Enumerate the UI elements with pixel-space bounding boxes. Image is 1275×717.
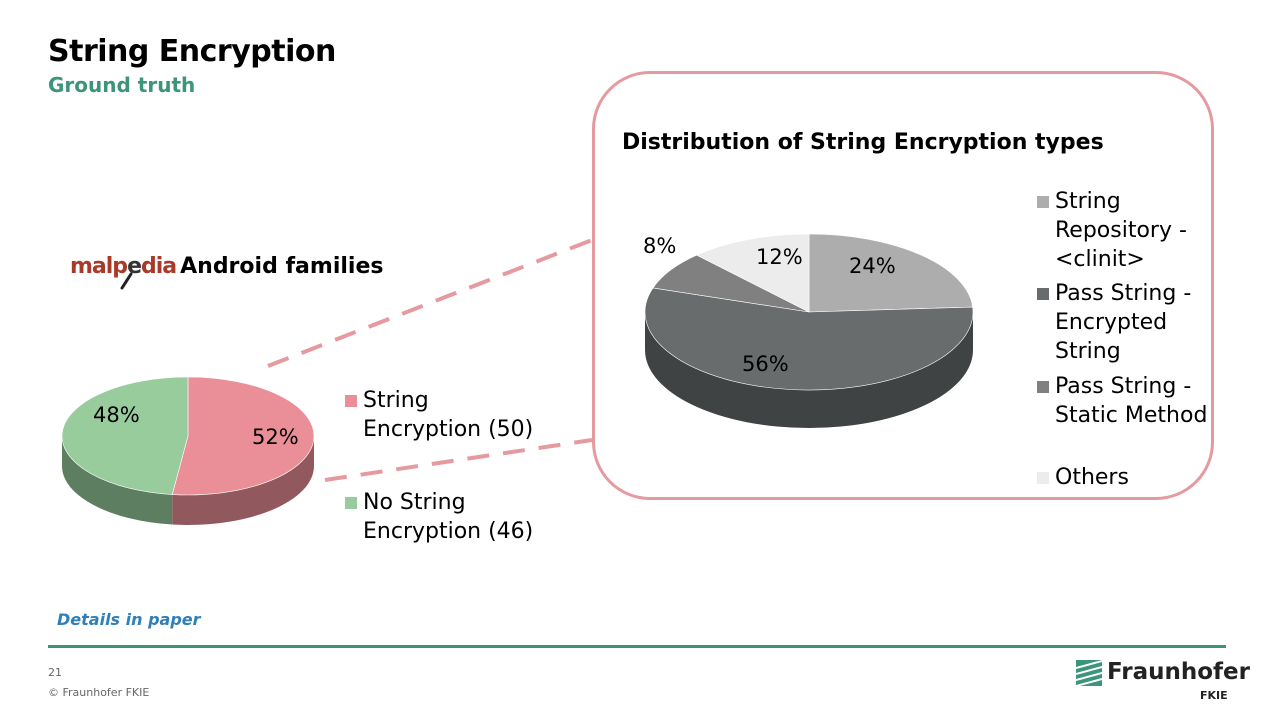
- slide-title: String Encryption: [48, 34, 336, 69]
- callout-box: [592, 71, 1214, 500]
- pie-slice-encrypted-string: [644, 287, 974, 391]
- legend-swatch-string-encryption: [345, 395, 357, 407]
- legend-swatch-encrypted-string: [1037, 288, 1049, 300]
- legend-swatch-no-encryption: [345, 497, 357, 509]
- page-number: 21: [48, 666, 62, 679]
- legend-label-no-encryption: No String Encryption (46): [363, 490, 534, 544]
- data-label-no-encryption: 48%: [93, 403, 140, 427]
- chart-title: Distribution of String Encryption types: [622, 130, 1104, 155]
- legend-label-string-repository: String Repository - <clinit>: [1055, 189, 1187, 272]
- copyright-notice: © Fraunhofer FKIE: [48, 686, 150, 699]
- details-link[interactable]: Details in paper: [57, 610, 201, 629]
- data-label-encrypted-string: 56%: [742, 352, 789, 376]
- data-label-static-method: 8%: [643, 234, 677, 258]
- legend-label-encrypted-string: Pass String - Encrypted String: [1055, 281, 1192, 364]
- data-label-string-repository: 24%: [849, 254, 896, 278]
- pie-slice-string-encryption-side: [172, 436, 314, 526]
- legend-label-string-encryption: String Encryption (50): [363, 388, 534, 442]
- pie-slice-no-encryption: [61, 376, 189, 495]
- data-label-string-encryption: 52%: [252, 425, 299, 449]
- pie-slice-encrypted-string-side: [645, 312, 973, 428]
- legend-swatch-others: [1037, 472, 1049, 484]
- slide-subtitle: Ground truth: [48, 73, 196, 97]
- legend-swatch-string-repository: [1037, 196, 1049, 208]
- fraunhofer-logo-icon: [1076, 660, 1102, 686]
- pie-slice-others: [696, 233, 810, 313]
- legend-label-static-method: Pass String - Static Method: [1055, 374, 1208, 428]
- fraunhofer-logo-text: Fraunhofer: [1107, 659, 1250, 685]
- android-families-label: Android families: [180, 254, 384, 279]
- pie-slice-string-encryption: [171, 376, 315, 496]
- footer-divider: [48, 645, 1226, 648]
- data-label-others: 12%: [756, 245, 803, 269]
- legend-swatch-static-method: [1037, 381, 1049, 393]
- pie-slice-string-repository: [808, 233, 974, 313]
- pie-slice-no-encryption-side: [62, 436, 173, 525]
- magnifier-icon: [120, 272, 133, 290]
- fraunhofer-logo-subtext: FKIE: [1200, 689, 1228, 702]
- legend-label-others: Others: [1055, 465, 1129, 490]
